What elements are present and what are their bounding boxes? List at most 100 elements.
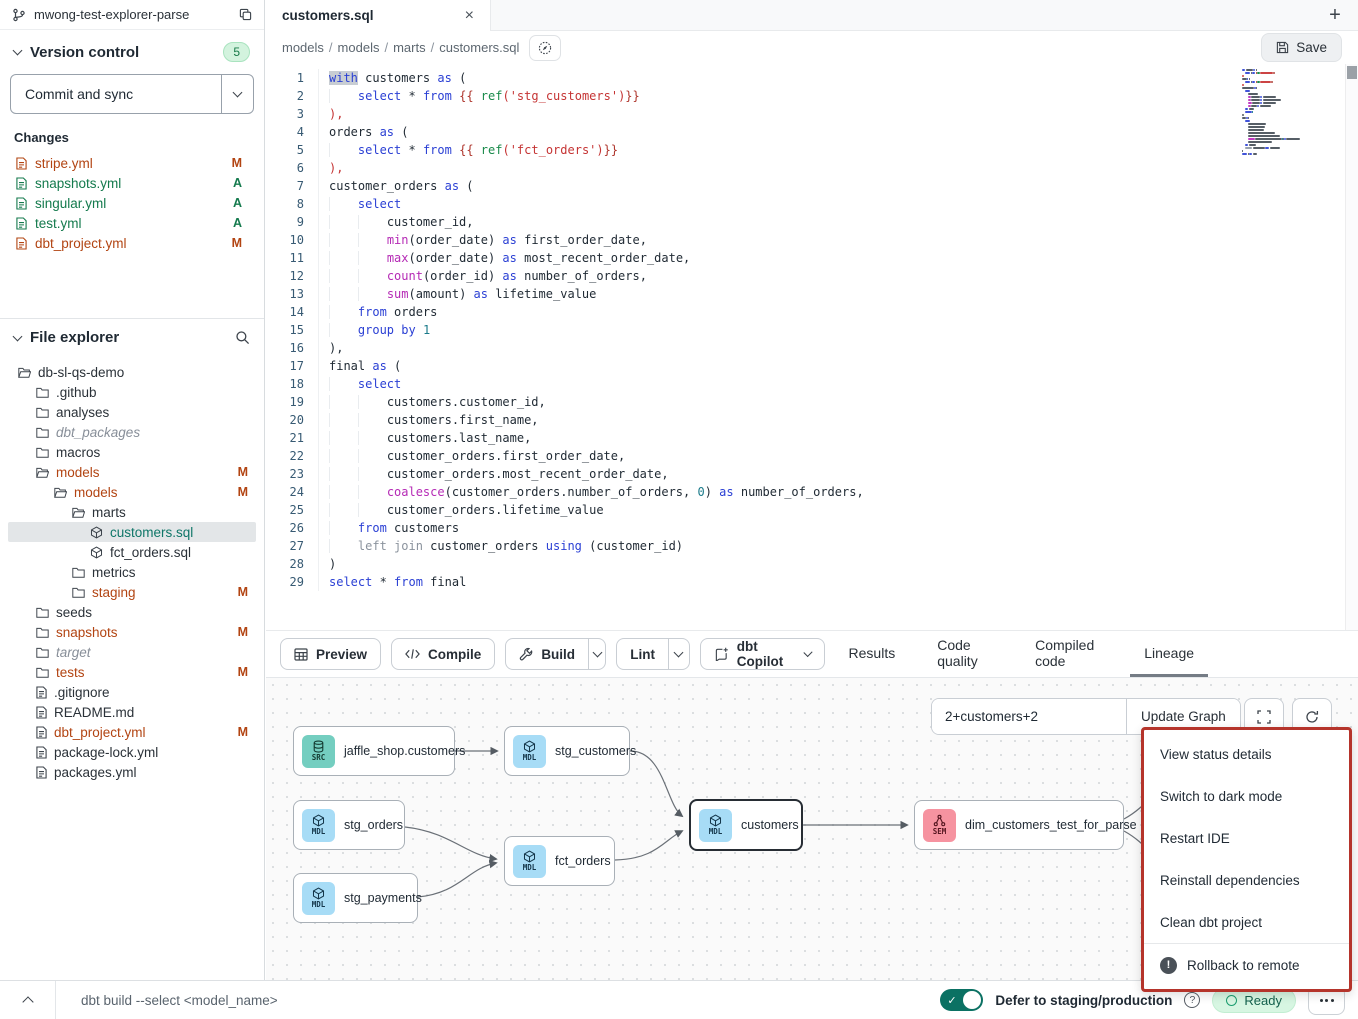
preview-button[interactable]: Preview	[280, 638, 382, 670]
tree-item-macros[interactable]: macros	[8, 442, 256, 462]
code-line[interactable]: 14 from orders	[266, 303, 1345, 321]
code-line[interactable]: 20 customers.first_name,	[266, 411, 1345, 429]
code-line[interactable]: 12 count(order_id) as number_of_orders,	[266, 267, 1345, 285]
minimap[interactable]	[1242, 69, 1342, 156]
tree-item--gitignore[interactable]: .gitignore	[8, 682, 256, 702]
menu-item-reinstall-dependencies[interactable]: Reinstall dependencies	[1144, 859, 1349, 901]
code-line[interactable]: 18 select	[266, 375, 1345, 393]
commit-and-sync-button[interactable]: Commit and sync	[10, 74, 254, 114]
lineage-selector-input[interactable]	[932, 699, 1126, 734]
code-line[interactable]: 16),	[266, 339, 1345, 357]
collapse-panel-button[interactable]	[0, 994, 55, 1008]
code-line[interactable]: 19 customers.customer_id,	[266, 393, 1345, 411]
add-tab-button[interactable]: +	[1329, 3, 1341, 26]
menu-item-rollback-to-remote[interactable]: !Rollback to remote	[1144, 944, 1349, 986]
tree-item-db-sl-qs-demo[interactable]: db-sl-qs-demo	[8, 362, 256, 382]
tree-item-readme-md[interactable]: README.md	[8, 702, 256, 722]
commit-and-sync-label[interactable]: Commit and sync	[25, 86, 134, 102]
tab-code-quality[interactable]: Code quality	[937, 636, 978, 669]
command-input[interactable]	[81, 992, 501, 1008]
tree-item-customers-sql[interactable]: customers.sql	[8, 522, 256, 542]
code-line[interactable]: 3),	[266, 105, 1345, 123]
tree-item-seeds[interactable]: seeds	[8, 602, 256, 622]
code-line[interactable]: 25 customer_orders.lifetime_value	[266, 501, 1345, 519]
code-line[interactable]: 6),	[266, 159, 1345, 177]
lint-options-caret[interactable]	[668, 639, 689, 669]
search-icon[interactable]	[235, 330, 250, 345]
code-line[interactable]: 27 left join customer_orders using (cust…	[266, 537, 1345, 555]
commit-options-caret[interactable]	[221, 75, 253, 113]
breadcrumb-segment[interactable]: models	[282, 40, 324, 55]
dbt-copilot-button[interactable]: dbt Copilot	[699, 638, 825, 670]
compile-button[interactable]: Compile	[391, 638, 496, 670]
breadcrumb-segment[interactable]: marts	[393, 40, 426, 55]
tree-item-metrics[interactable]: metrics	[8, 562, 256, 582]
open-in-explorer-button[interactable]	[529, 34, 562, 61]
build-button[interactable]: Build	[506, 639, 588, 669]
lint-button[interactable]: Lint	[617, 639, 668, 669]
code-line[interactable]: 8 select	[266, 195, 1345, 213]
code-line[interactable]: 23 customer_orders.most_recent_order_dat…	[266, 465, 1345, 483]
code-line[interactable]: 9 customer_id,	[266, 213, 1345, 231]
code-line[interactable]: 22 customer_orders.first_order_date,	[266, 447, 1345, 465]
file-explorer-header[interactable]: File explorer	[8, 329, 256, 346]
version-control-header[interactable]: Version control 5	[8, 42, 256, 62]
breadcrumb-segment[interactable]: models	[337, 40, 380, 55]
code-line[interactable]: 5 select * from {{ ref('fct_orders')}}	[266, 141, 1345, 159]
tab-results[interactable]: Results	[848, 644, 896, 661]
defer-toggle[interactable]: ✓	[940, 989, 984, 1011]
menu-item-clean-dbt-project[interactable]: Clean dbt project	[1144, 901, 1349, 943]
breadcrumb-segment[interactable]: customers.sql	[439, 40, 520, 55]
code-line[interactable]: 2 select * from {{ ref('stg_customers')}…	[266, 87, 1345, 105]
editor-scrollbar[interactable]	[1345, 64, 1358, 630]
tree-item-marts[interactable]: marts	[8, 502, 256, 522]
code-line[interactable]: 26 from customers	[266, 519, 1345, 537]
code-line[interactable]: 11 max(order_date) as most_recent_order_…	[266, 249, 1345, 267]
menu-item-view-status-details[interactable]: View status details	[1144, 733, 1349, 775]
tree-item-target[interactable]: target	[8, 642, 256, 662]
code-line[interactable]: 15 group by 1	[266, 321, 1345, 339]
code-line[interactable]: 21 customers.last_name,	[266, 429, 1345, 447]
build-options-caret[interactable]	[588, 639, 605, 669]
tree-item--github[interactable]: .github	[8, 382, 256, 402]
tab-compiled-code[interactable]: Compiled code	[1035, 636, 1095, 669]
tab-lineage[interactable]: Lineage	[1130, 631, 1209, 677]
code-line[interactable]: 28)	[266, 555, 1345, 573]
code-line[interactable]: 13 sum(amount) as lifetime_value	[266, 285, 1345, 303]
tree-item-analyses[interactable]: analyses	[8, 402, 256, 422]
code-line[interactable]: 10 min(order_date) as first_order_date,	[266, 231, 1345, 249]
tree-item-package-lock-yml[interactable]: package-lock.yml	[8, 742, 256, 762]
tree-item-dbt-packages[interactable]: dbt_packages	[8, 422, 256, 442]
help-icon[interactable]: ?	[1184, 992, 1201, 1008]
menu-item-switch-to-dark-mode[interactable]: Switch to dark mode	[1144, 775, 1349, 817]
menu-item-restart-ide[interactable]: Restart IDE	[1144, 817, 1349, 859]
close-icon[interactable]: ×	[464, 6, 474, 24]
code-line[interactable]: 24 coalesce(customer_orders.number_of_or…	[266, 483, 1345, 501]
save-button[interactable]: Save	[1261, 33, 1342, 62]
scrollbar-thumb[interactable]	[1347, 66, 1357, 79]
tab-customers-sql[interactable]: customers.sql ×	[266, 0, 491, 31]
tree-item-packages-yml[interactable]: packages.yml	[8, 762, 256, 782]
